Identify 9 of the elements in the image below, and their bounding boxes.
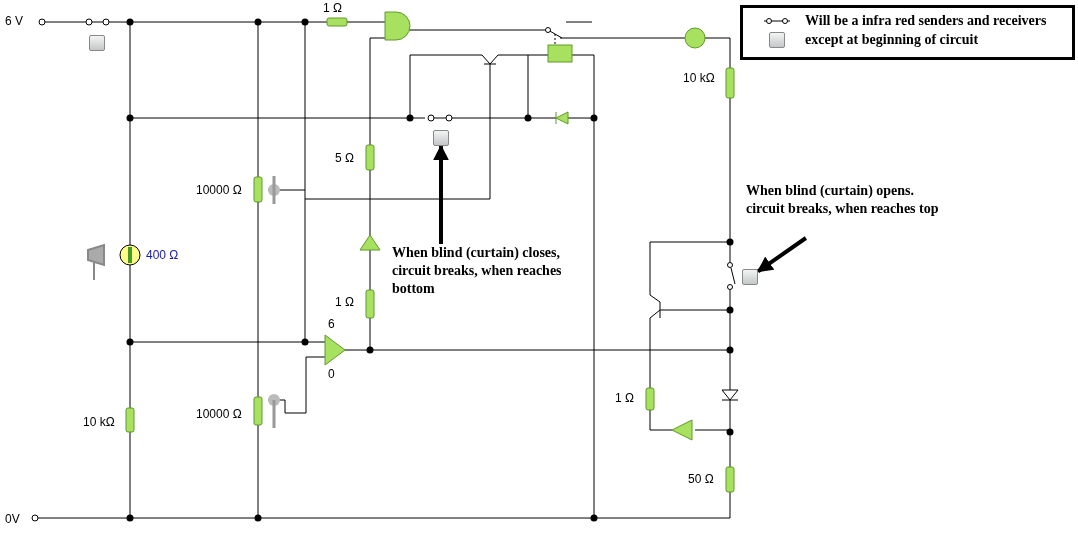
switch-actuator-square [89, 35, 105, 51]
annotation-note: When blind (curtain) opens. circuit breaks, when reaches top [746, 182, 940, 218]
switch-actuator-square [433, 130, 449, 146]
legend-text: Will be a infra red senders and receivers [805, 12, 1047, 30]
annotation-note: When blind (curtain) closes, circuit breaks, when reaches bottom [392, 244, 563, 298]
switch-actuator-square [742, 269, 758, 285]
legend-text: except at beginning of circuit [805, 31, 979, 49]
arrow [756, 236, 808, 274]
arrow [433, 144, 449, 244]
